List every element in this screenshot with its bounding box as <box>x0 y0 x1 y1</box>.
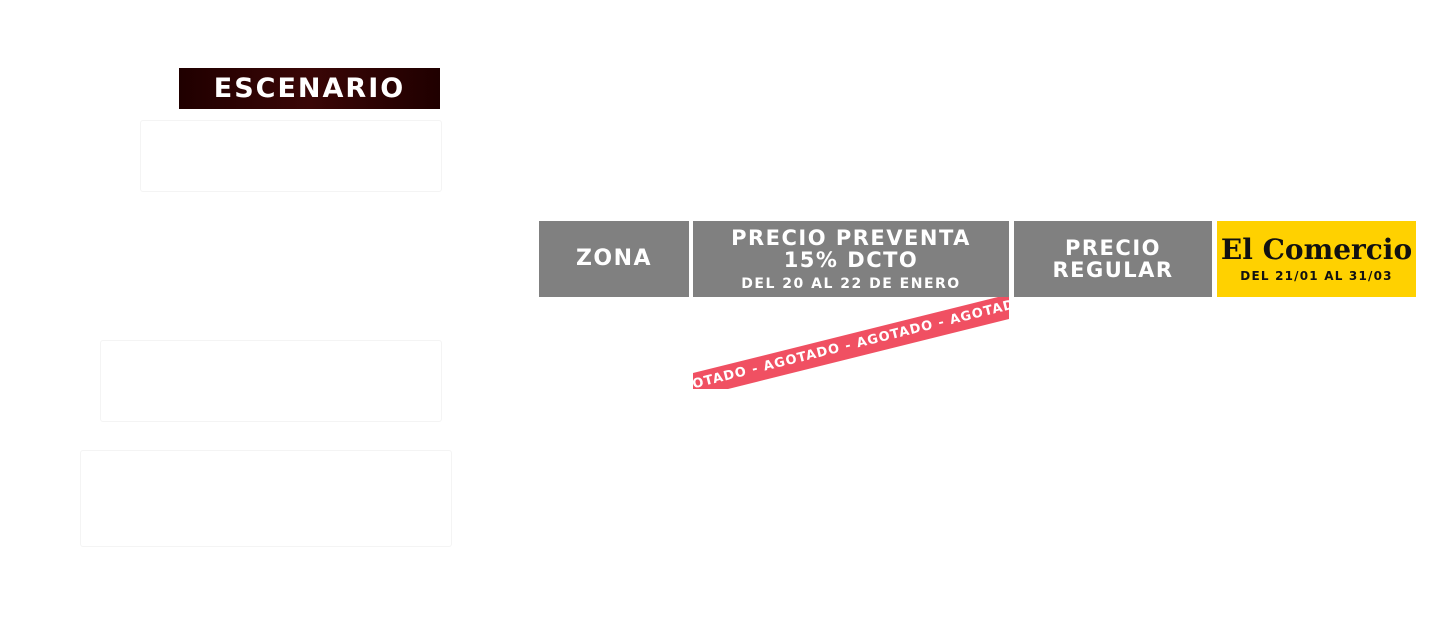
header-preventa: PRECIO PREVENTA 15% DCTO DEL 20 AL 22 DE… <box>693 221 1009 297</box>
header-regular: PRECIO REGULAR <box>1014 221 1212 297</box>
stage-banner: ESCENARIO <box>179 68 440 109</box>
soldout-ribbon-clip: - AGOTADO - AGOTADO - AGOTADO - AGOTADO … <box>693 297 1009 389</box>
header-zona-label: ZONA <box>575 246 653 271</box>
header-preventa-discount: 15% DCTO <box>783 247 919 272</box>
header-regular-line1: PRECIO <box>1065 235 1161 260</box>
header-zona: ZONA <box>539 221 689 297</box>
map-zone-outline <box>80 450 452 547</box>
soldout-ribbon-text: - AGOTADO - AGOTADO - AGOTADO - AGOTADO … <box>693 297 1009 389</box>
header-preventa-dates: DEL 20 AL 22 DE ENERO <box>741 275 961 292</box>
header-regular-line2: REGULAR <box>1052 257 1174 282</box>
header-el-comercio: El Comercio DEL 21/01 AL 31/03 <box>1217 221 1416 297</box>
map-zone-outline <box>140 120 442 192</box>
header-preventa-title: PRECIO PREVENTA <box>731 225 971 250</box>
stage-label: ESCENARIO <box>213 73 406 104</box>
map-zone-outline <box>100 340 442 422</box>
el-comercio-logo: El Comercio <box>1220 233 1413 266</box>
soldout-ribbon: - AGOTADO - AGOTADO - AGOTADO - AGOTADO … <box>693 297 1009 389</box>
el-comercio-dates: DEL 21/01 AL 31/03 <box>1240 269 1393 283</box>
